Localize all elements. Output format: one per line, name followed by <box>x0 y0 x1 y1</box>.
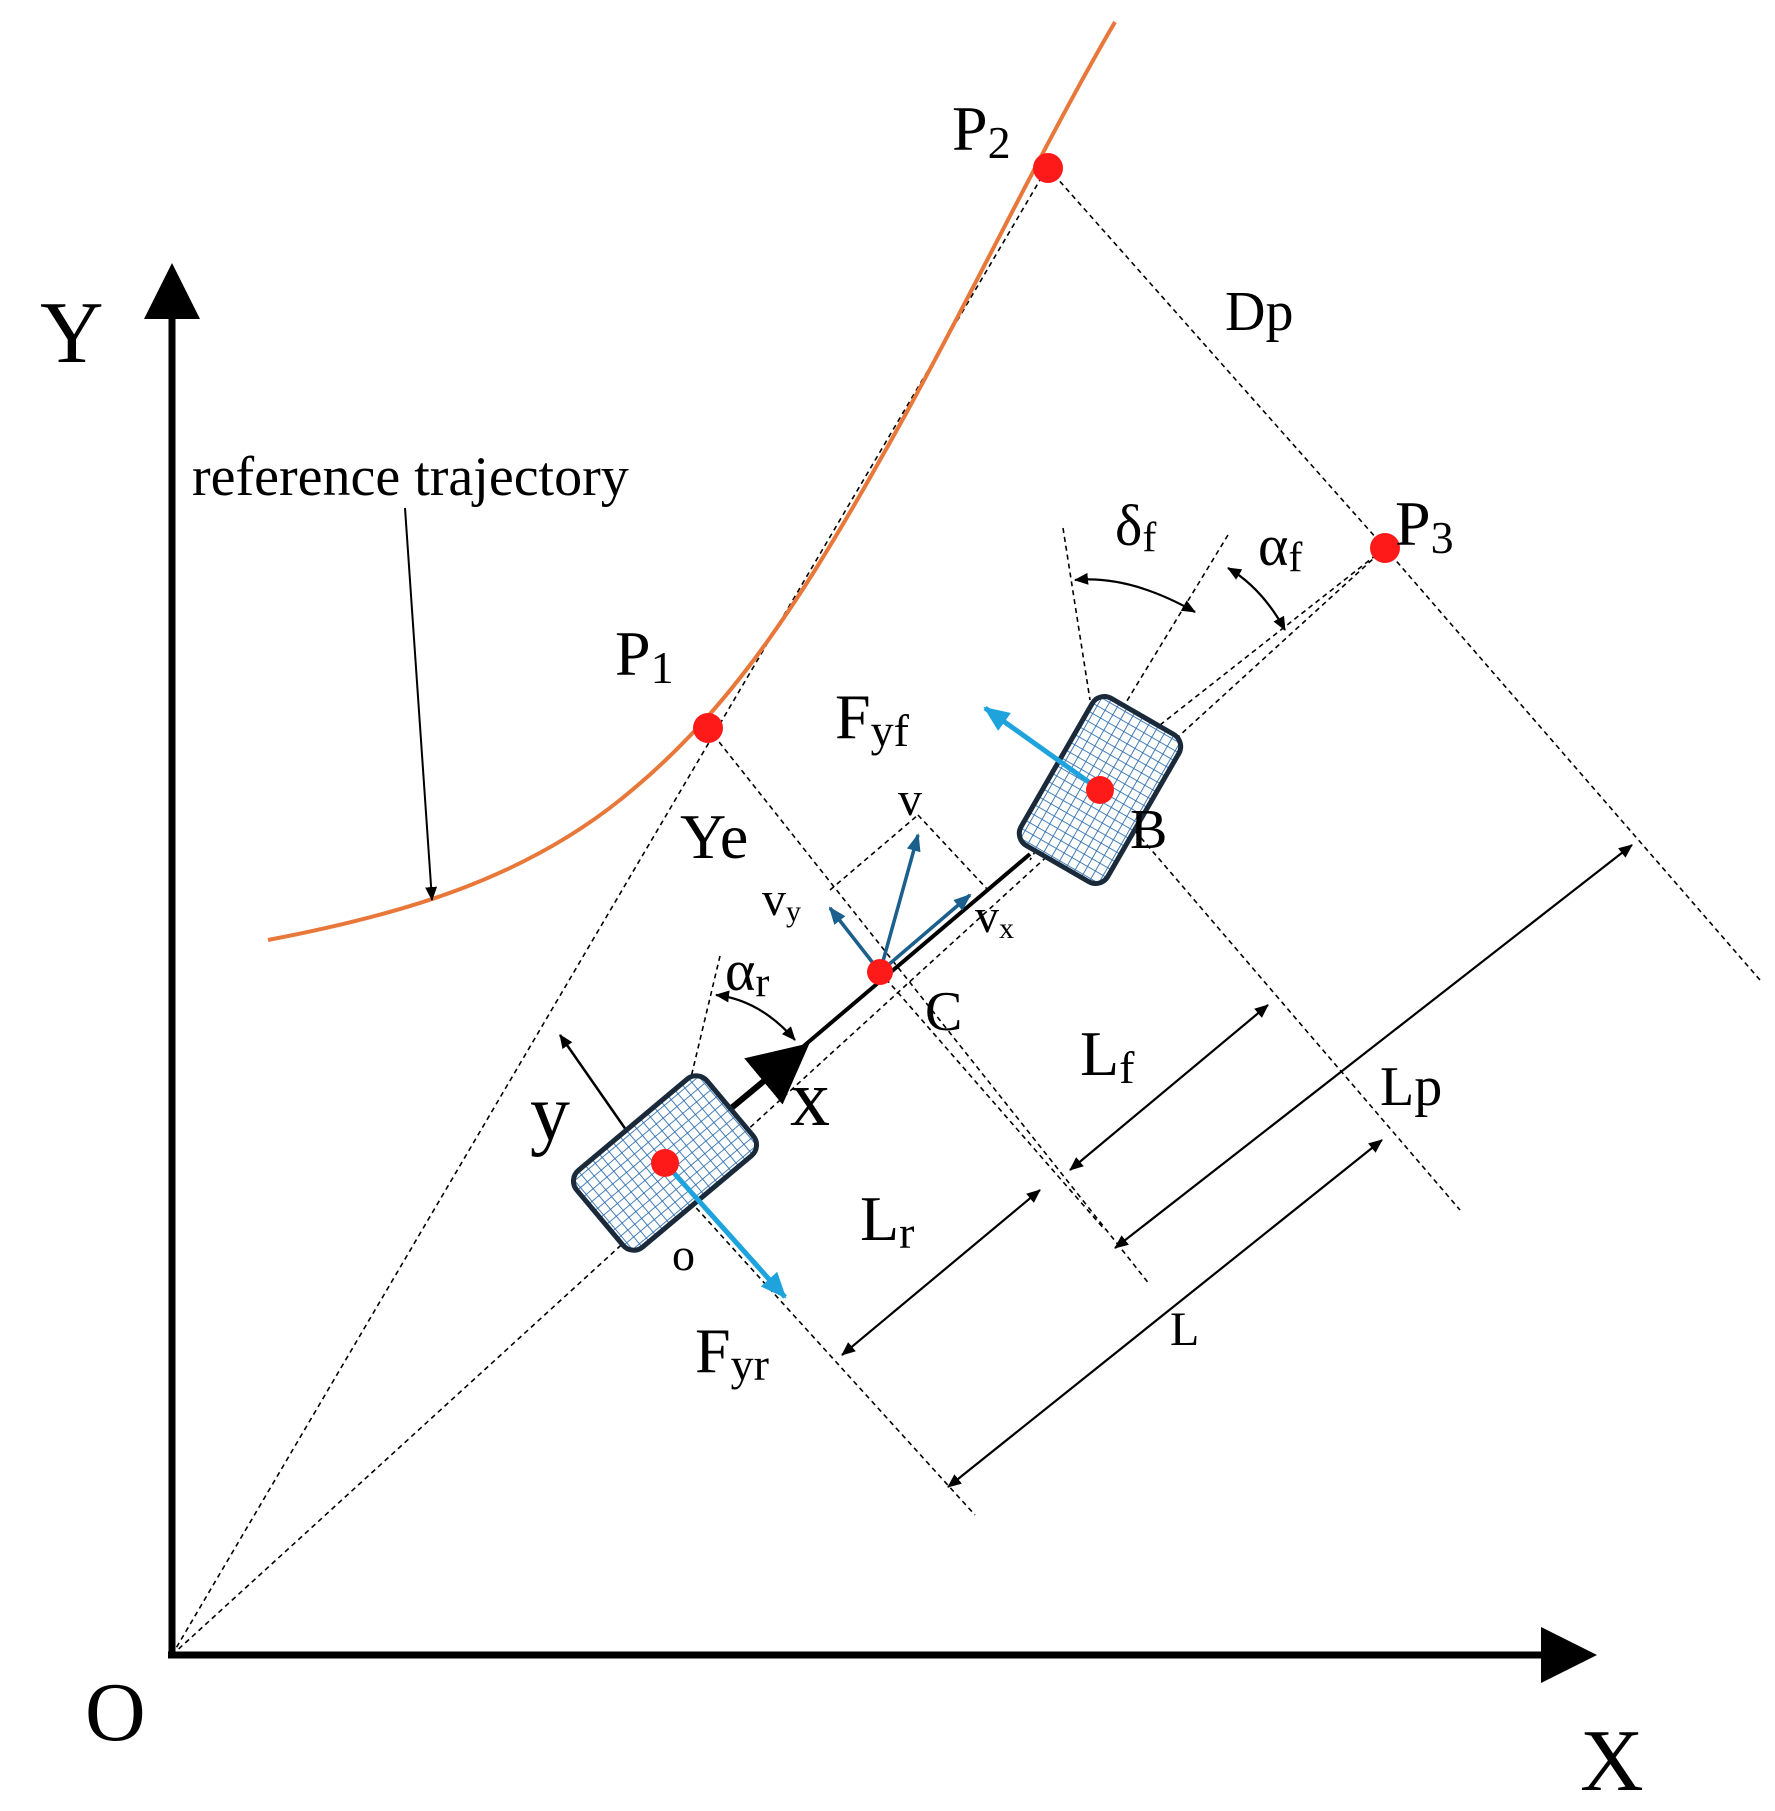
p2-label: P2 <box>952 93 1011 168</box>
delta-f-arc <box>1074 572 1196 613</box>
point-p3 <box>1370 533 1400 563</box>
ye-line <box>707 727 1151 1286</box>
p1-label: P1 <box>615 618 674 693</box>
point-b-label: B <box>1130 799 1167 861</box>
l-label: L <box>1170 1303 1199 1356</box>
lp-label: Lp <box>1380 1056 1442 1118</box>
local-y-label: y <box>530 1070 570 1158</box>
ray-origin-p2 <box>171 179 1041 1656</box>
local-x-label: x <box>790 1055 830 1143</box>
v-arrow <box>878 833 921 973</box>
o-perp-line <box>659 1167 976 1516</box>
p3-perp-line <box>1384 547 1761 981</box>
alpha-f-arc <box>1227 567 1286 631</box>
point-c <box>867 959 893 985</box>
vy-label: vy <box>762 873 801 928</box>
fyr-arrow <box>663 1161 787 1299</box>
front-wheel-normal-line <box>1062 527 1091 701</box>
alpha-r-arc <box>715 990 796 1041</box>
ray-origin-p3 <box>171 547 1386 1656</box>
ye-label: Ye <box>680 801 748 872</box>
local-o-label: o <box>672 1229 695 1280</box>
vy-arrow <box>828 906 882 974</box>
l-dimension <box>947 1139 1383 1488</box>
c-perp-line <box>879 971 1106 1231</box>
lf-label: Lf <box>1080 1018 1135 1093</box>
dp-line <box>1047 167 1386 549</box>
vy-box-line <box>829 814 919 891</box>
v-label: v <box>898 773 922 826</box>
vx-box-line <box>917 814 989 891</box>
lr-label: Lr <box>860 1183 914 1258</box>
point-b <box>1086 776 1114 804</box>
p3-label: P3 <box>1395 488 1454 563</box>
point-c-label: C <box>925 981 962 1043</box>
dp-label: Dp <box>1225 281 1293 343</box>
vehicle-axis-extension <box>1159 547 1386 726</box>
rear-wheel-normal-line <box>687 955 721 1091</box>
fyf-arrow <box>983 705 1102 793</box>
point-p1 <box>693 713 723 743</box>
reference-trajectory-curve <box>267 20 1117 942</box>
alpha-f-label: αf <box>1258 513 1302 581</box>
point-p2 <box>1033 153 1063 183</box>
alpha-r-label: αr <box>725 938 769 1006</box>
origin-label: O <box>85 1666 146 1759</box>
lp-dimension <box>1114 844 1633 1249</box>
axis-y-label: Y <box>40 285 104 382</box>
trajectory-pointer-arrow <box>404 507 438 901</box>
delta-f-label: δf <box>1115 493 1156 561</box>
vx-arrow <box>878 893 972 974</box>
point-o <box>651 1149 679 1177</box>
reference-trajectory-label: reference trajectory <box>192 446 629 508</box>
fyf-label: Fyf <box>835 681 910 756</box>
axis-x-label: X <box>1580 1713 1644 1810</box>
fyr-label: Fyr <box>695 1315 769 1390</box>
vx-label: vx <box>975 890 1014 945</box>
